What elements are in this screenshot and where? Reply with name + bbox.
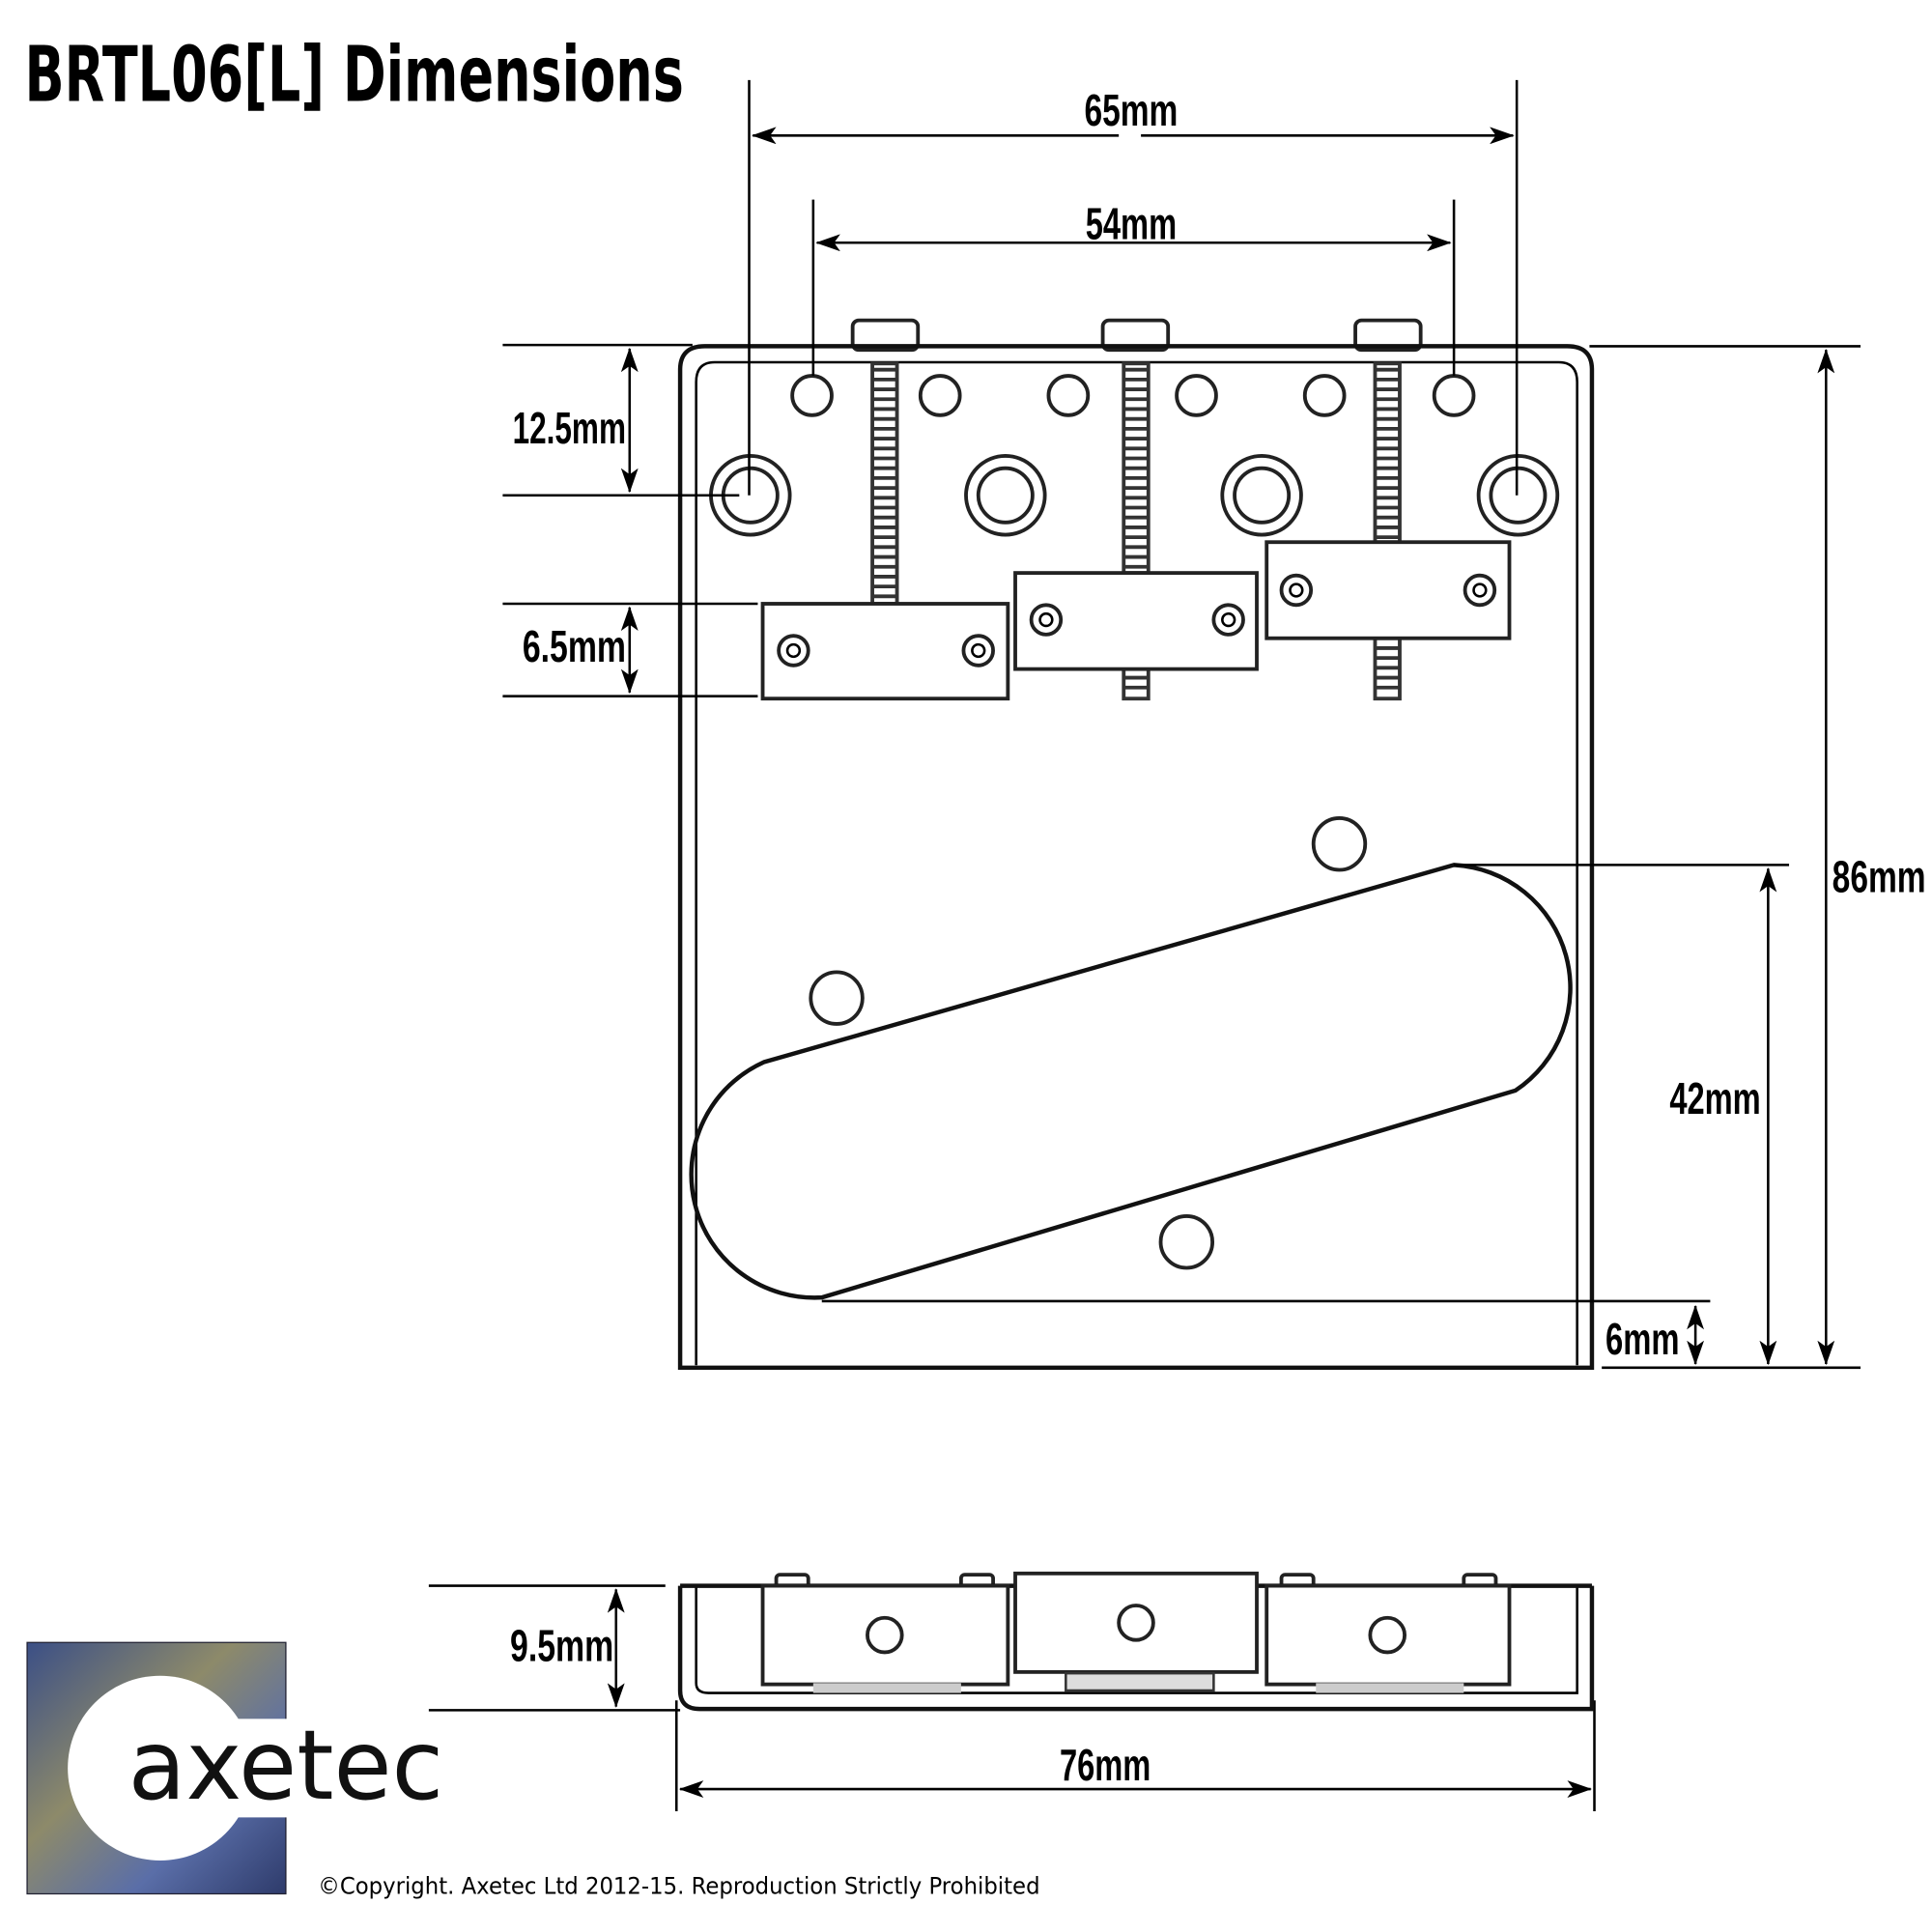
dim-54mm: 54mm [1086, 198, 1177, 248]
saddles [760, 540, 1512, 701]
copyright-notice: ©Copyright. Axetec Ltd 2012-15. Reproduc… [318, 1872, 1039, 1899]
page-title: BRTL06[L] Dimensions [25, 31, 684, 120]
dim-42mm: 42mm [1669, 1073, 1760, 1123]
mounting-holes [709, 454, 1560, 537]
dimension-labels: 65mm 54mm 12.5mm 6.5mm 86mm 42mm 6mm 9.5… [510, 85, 1926, 1790]
pickup-slot [689, 863, 1573, 1300]
dim-76mm: 76mm [1060, 1740, 1151, 1790]
dim-65mm: 65mm [1084, 85, 1178, 135]
dim-6mm: 6mm [1605, 1314, 1680, 1364]
logo-text: axetec [128, 1711, 444, 1822]
bridge-side-view [677, 1571, 1595, 1712]
dim-12-5mm: 12.5mm [513, 403, 626, 453]
dim-86mm: 86mm [1833, 851, 1926, 901]
bridge-plate-top-view [677, 318, 1595, 1371]
small-holes [790, 374, 1476, 417]
dimension-lines [428, 79, 1861, 1811]
dim-6-5mm: 6.5mm [523, 621, 626, 671]
axetec-logo: axetec [26, 1641, 444, 1895]
pickup-screw-holes [809, 816, 1368, 1270]
dim-9-5mm: 9.5mm [510, 1620, 613, 1670]
adjust-tabs [850, 318, 1423, 353]
